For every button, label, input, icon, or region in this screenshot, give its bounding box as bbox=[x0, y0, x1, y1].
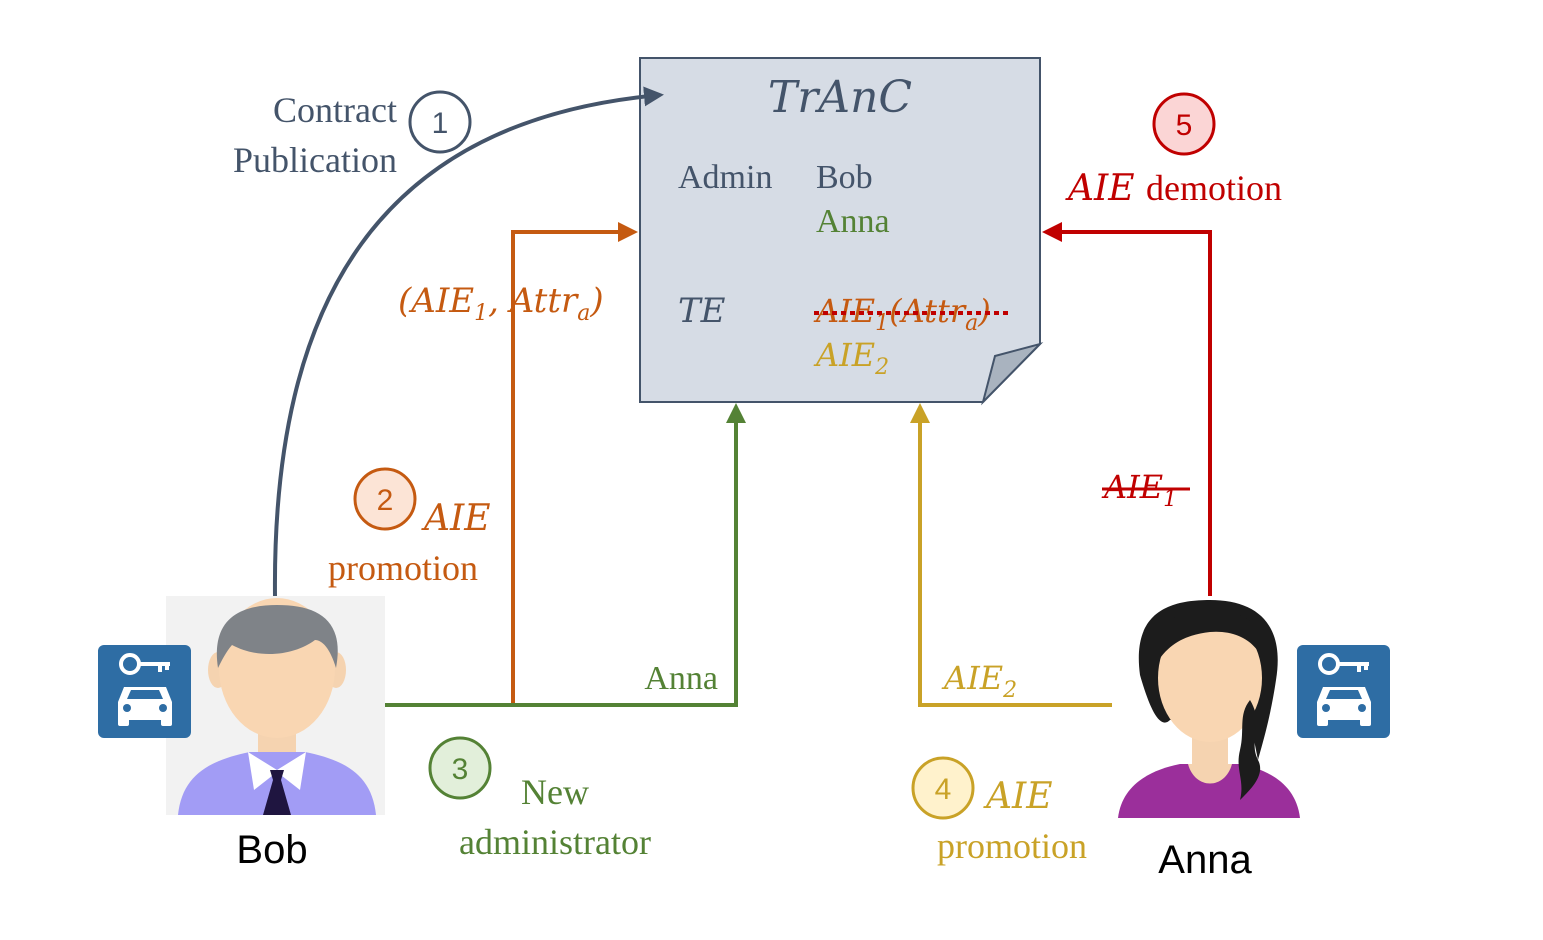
step1-badge: 1 bbox=[408, 90, 472, 154]
step2-badge: 2 bbox=[353, 467, 417, 531]
step5-number: 5 bbox=[1176, 109, 1193, 142]
admin-bob: Bob bbox=[816, 159, 873, 196]
te-label: TE bbox=[678, 291, 726, 331]
bob-car-key-icon bbox=[98, 645, 191, 738]
te-entry-aie2: AIE2 bbox=[813, 336, 889, 380]
step4-badge: 4 bbox=[911, 756, 975, 820]
step2-number: 2 bbox=[377, 484, 394, 517]
contract-document bbox=[639, 57, 1044, 406]
page-curl bbox=[981, 342, 1044, 406]
step2-text: promotion bbox=[328, 548, 478, 588]
step1-number: 1 bbox=[432, 107, 449, 140]
step4-edge-label: AIE2 bbox=[941, 659, 1017, 703]
bob-avatar bbox=[166, 596, 385, 815]
step3-edge-label: Anna bbox=[644, 660, 718, 697]
step4-text: promotion bbox=[937, 826, 1087, 866]
step1-label-line2: Publication bbox=[233, 140, 397, 180]
anna-car-key-icon bbox=[1297, 645, 1390, 738]
admin-anna: Anna bbox=[816, 203, 890, 240]
step1-label-line1: Contract bbox=[273, 90, 397, 130]
step5-edge-label: AIE1 bbox=[1101, 468, 1177, 512]
bob-name: Bob bbox=[236, 828, 307, 872]
step3-line2: administrator bbox=[459, 822, 651, 862]
anna-name: Anna bbox=[1158, 838, 1252, 882]
arrow-aie-promotion-anna bbox=[910, 403, 1112, 707]
contract-title: TrAnC bbox=[768, 72, 912, 123]
admin-label: Admin bbox=[678, 159, 772, 196]
arrow-contract-publication bbox=[272, 86, 664, 597]
step5-math: AIE bbox=[1065, 168, 1135, 209]
arrow-aie-promotion-bob bbox=[511, 222, 638, 705]
step5-text: demotion bbox=[1146, 168, 1282, 208]
step5-badge: 5 bbox=[1152, 92, 1216, 156]
step2-tuple-label: (AIE1, Attra) bbox=[398, 281, 604, 326]
step3-badge: 3 bbox=[428, 736, 492, 800]
step4-number: 4 bbox=[935, 773, 952, 806]
step3-number: 3 bbox=[452, 753, 469, 786]
arrow-aie-demotion bbox=[1042, 222, 1212, 596]
anna-avatar bbox=[1118, 600, 1300, 818]
step2-math: AIE bbox=[421, 498, 491, 539]
step3-line1: New bbox=[521, 772, 589, 812]
te-entry-aie1-attr: AIE1(Attra) bbox=[813, 292, 991, 336]
step4-math: AIE bbox=[983, 776, 1053, 817]
arrow-new-administrator bbox=[384, 403, 746, 707]
